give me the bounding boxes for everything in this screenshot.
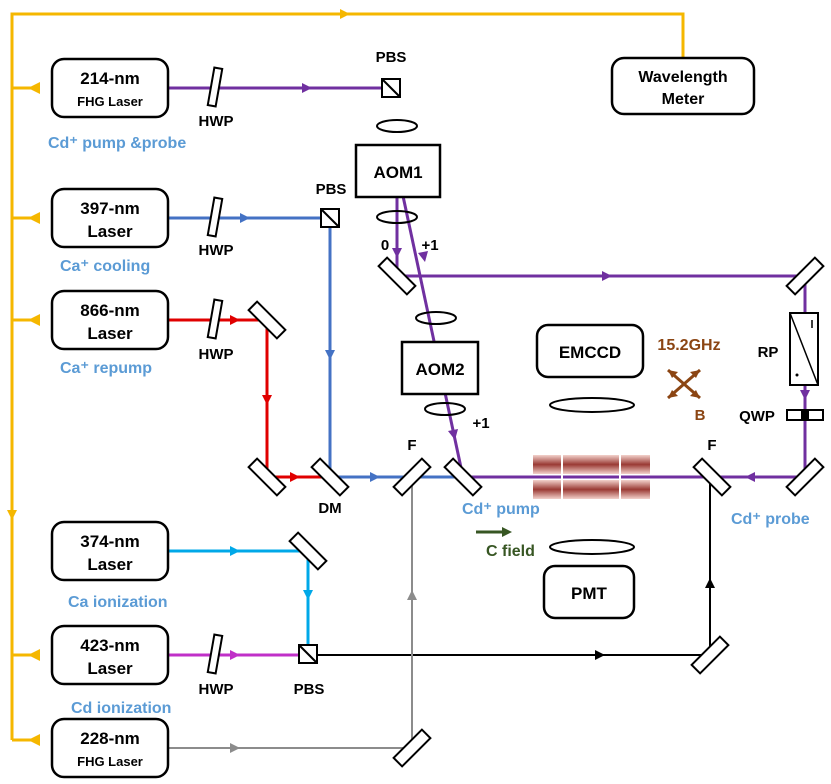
b-field-label: B: [695, 407, 706, 424]
red-866nm-arrows: [230, 315, 300, 482]
pbs-label-mid: PBS: [316, 181, 347, 198]
uv-214nm-arrows: [302, 83, 810, 482]
c-field-arrow: [476, 527, 512, 537]
pmt-box: [542, 564, 636, 620]
laser-423-name: 423-nm: [80, 636, 140, 655]
pbs-cube-214: [381, 78, 401, 98]
rp-label: RP: [758, 344, 779, 361]
filter-right: [692, 457, 732, 497]
magenta-423nm-arrows: [230, 650, 240, 660]
caption-ca-cooling: Ca⁺ cooling: [60, 258, 150, 275]
pump-mirror: [443, 457, 483, 497]
laser-214-type: FHG Laser: [77, 94, 143, 109]
lenses: [376, 119, 635, 555]
hwp-label-214: HWP: [199, 113, 234, 130]
laser-423-type: Laser: [87, 659, 133, 678]
order-plus1-label-aom1: +1: [421, 237, 438, 254]
pbs-cube-ionization: [298, 644, 318, 664]
laser-374-type: Laser: [87, 555, 133, 574]
laser-866-type: Laser: [87, 324, 133, 343]
laser-214-name: 214-nm: [80, 69, 140, 88]
ionization-beam-arrows: [595, 578, 715, 660]
dm-label: DM: [318, 500, 341, 517]
laser-866-name: 866-nm: [80, 301, 140, 320]
order-plus1-label-aom2: +1: [472, 415, 489, 432]
laser-397-name: 397-nm: [80, 199, 140, 218]
gray-228nm-beam: [168, 477, 413, 749]
rhomb-prism: [789, 312, 819, 386]
pbs-label-bottom: PBS: [294, 681, 325, 698]
hwp-397: [206, 196, 224, 238]
wavemeter-label-2: Meter: [662, 91, 705, 108]
caption-cd-probe: Cd⁺ probe: [731, 511, 810, 528]
red-866nm-beam: [168, 318, 330, 479]
frequency-label: 15.2GHz: [657, 337, 720, 354]
pbs-cube-397: [320, 208, 340, 228]
caption-ca-repump: Ca⁺ repump: [60, 360, 152, 377]
hwp-label-397: HWP: [199, 242, 234, 259]
laser-397-type: Laser: [87, 222, 133, 241]
blue-397nm-arrows: [240, 213, 380, 482]
laser-boxes: [50, 57, 170, 779]
laser-374-name: 374-nm: [80, 532, 140, 551]
c-field-label: C field: [486, 543, 535, 560]
caption-cd-ionization: Cd ionization: [71, 700, 171, 717]
aom2-label: AOM2: [415, 360, 464, 379]
wavemeter-bus-arrows: [7, 9, 350, 746]
aom1-box: [354, 143, 442, 199]
cyan-374nm-beam: [168, 549, 310, 645]
laser-228-name: 228-nm: [80, 729, 140, 748]
mirrors: [247, 256, 825, 768]
laser-228-type: FHG Laser: [77, 754, 143, 769]
hwp-214: [206, 66, 224, 108]
ion-trap-electrodes: [533, 455, 650, 499]
emccd-box: [535, 323, 645, 379]
aom1-label: AOM1: [373, 163, 422, 182]
cyan-374nm-arrows: [230, 546, 313, 600]
caption-cd-pump: Cd⁺ pump: [462, 501, 540, 518]
b-field-arrows: [667, 368, 701, 400]
wavemeter-label-1: Wavelength: [638, 69, 727, 86]
pmt-label: PMT: [571, 584, 608, 603]
order-zero-label: 0: [381, 237, 389, 254]
caption-ca-ionization: Ca ionization: [68, 594, 168, 611]
emccd-label: EMCCD: [559, 343, 621, 362]
aom2-box: [400, 340, 480, 396]
caption-cd-pump-probe: Cd⁺ pump &probe: [48, 135, 186, 152]
pbs-label-top: PBS: [376, 49, 407, 66]
hwp-label-866: HWP: [199, 346, 234, 363]
hwp-label-423: HWP: [199, 681, 234, 698]
qwp-label: QWP: [739, 408, 775, 425]
hwp-423: [206, 633, 224, 675]
f-label-left: F: [407, 437, 416, 454]
hwp-866: [206, 298, 224, 340]
gray-228nm-arrows: [230, 590, 417, 753]
wavelength-meter-box: [610, 56, 756, 116]
filter-left: [392, 457, 432, 497]
f-label-right: F: [707, 437, 716, 454]
qwp: [786, 409, 824, 421]
